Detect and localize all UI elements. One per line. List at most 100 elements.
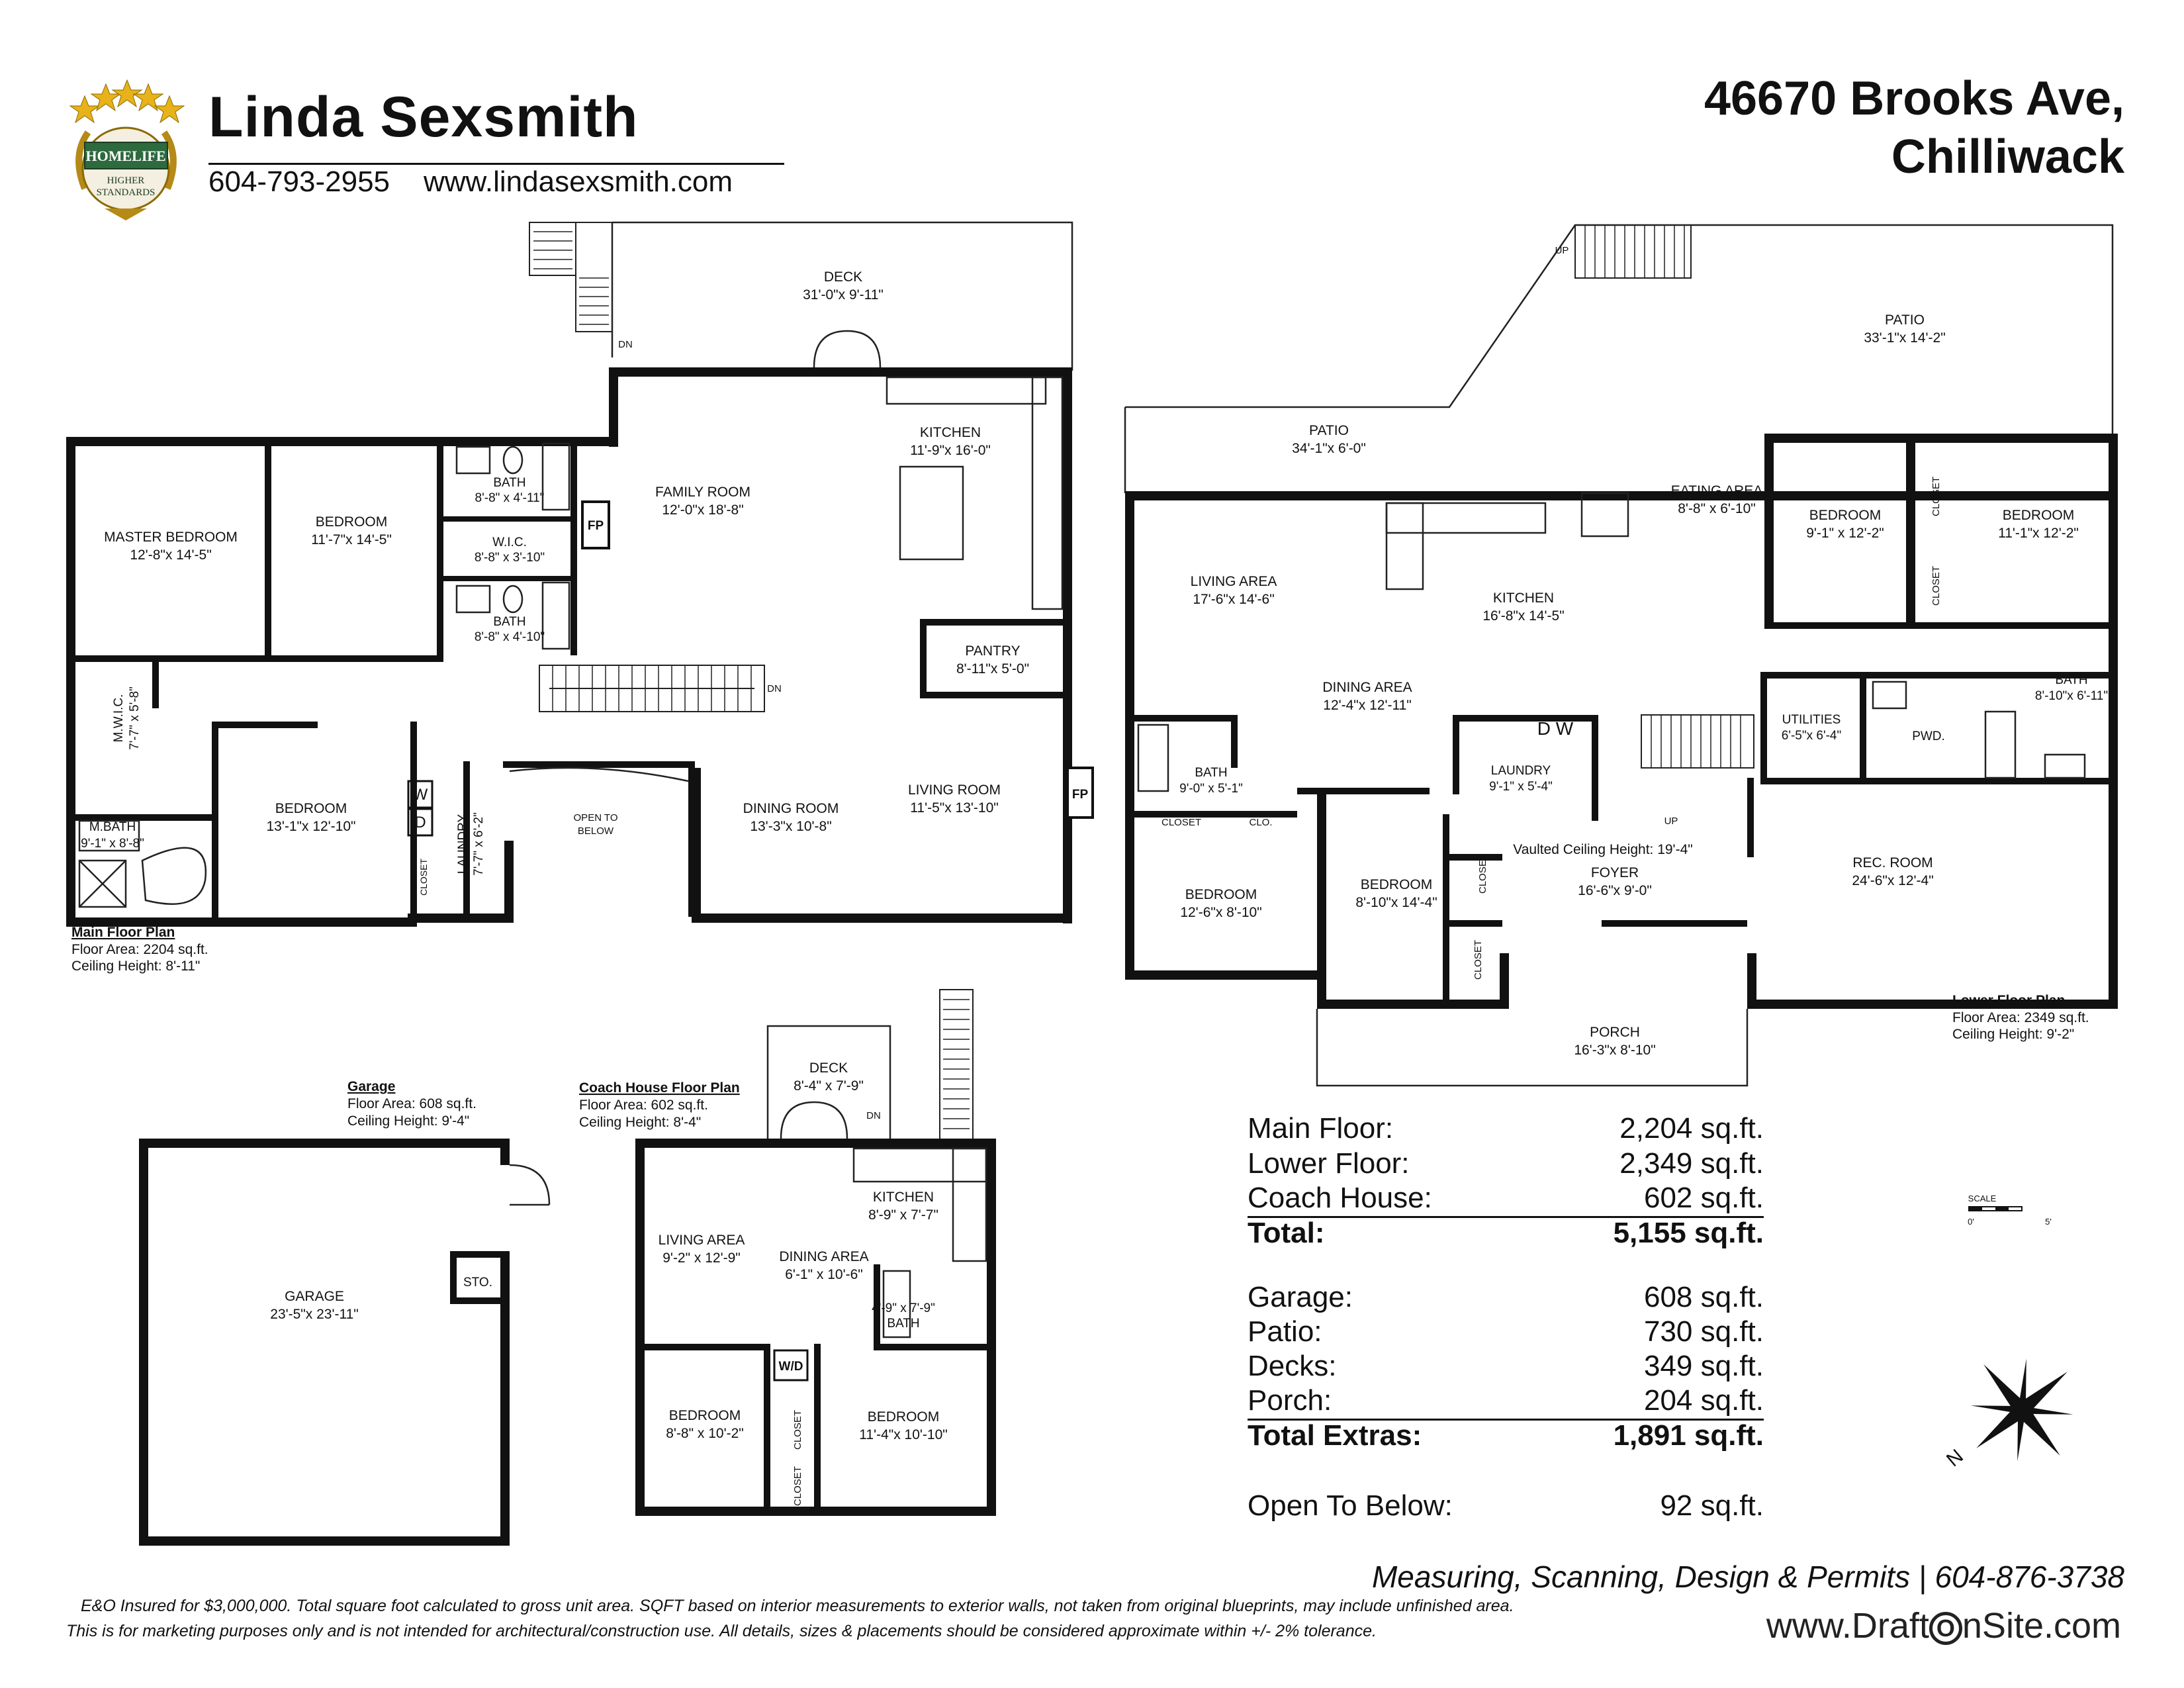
summary-value: 204 sq.ft. [1643,1384,1764,1417]
summary-row-garage: Garage: 608 sq.ft. [1248,1281,1764,1315]
lower-room-name-rec-room: REC. ROOM [1852,855,1933,870]
agent-name: Linda Sexsmith [208,85,639,149]
main-fireplace-label-2: FP [1072,788,1089,802]
lower-room-dim-dining: 12'-4"x 12'-11" [1323,698,1411,713]
main-interior-stairs [539,665,765,712]
main-room-name-family-room: FAMILY ROOM [655,485,751,500]
lower-floor-caption: Lower Floor Plan [1952,993,2065,1008]
summary-label: Porch: [1248,1384,1332,1417]
footer-disclaimer-2: This is for marketing purposes only and … [66,1622,1377,1640]
coach-stairs-dn: DN [866,1110,881,1121]
main-room-name-bath-1: BATH [493,476,525,490]
lower-room-dim-rec-room: 24'-6"x 12'-4" [1852,873,1933,888]
main-room-dim-dining: 13'-3"x 10'-8" [750,819,831,834]
coach-caption: Coach House Floor Plan [579,1080,740,1096]
lower-floor-area: Floor Area: 2349 sq.ft. [1952,1010,2089,1025]
lower-room-dim-bedroom-2: 11'-1"x 12'-2" [1998,526,2079,541]
coach-room-name-bedroom-2: BEDROOM [868,1409,940,1425]
address-line-1: 46670 Brooks Ave, [1704,72,2124,125]
compass-icon [1970,1358,2073,1462]
summary-total-value: 5,155 sq.ft. [1613,1217,1764,1249]
summary-row-open-below: Open To Below: 92 sq.ft. [1248,1489,1764,1524]
lower-room-dim-utilities: 6'-5"x 6'-4" [1782,729,1841,743]
garage-room-dim: 23'-5"x 23'-11" [270,1307,358,1322]
lower-room-name-bedroom-3: BEDROOM [1185,887,1257,902]
lower-room-dim-bath-2: 9'-0" x 5'-1" [1179,782,1243,796]
footer-website-post: nSite.com [1962,1606,2121,1646]
main-room-name-deck: DECK [824,269,862,285]
garage-room-name: GARAGE [285,1289,344,1304]
summary-value: 2,349 sq.ft. [1619,1147,1764,1180]
coach-room-dim-deck: 8'-4" x 7'-9" [794,1078,864,1094]
address-line-2: Chilliwack [1891,130,2124,183]
main-fireplace-label-1: FP [588,519,604,533]
lower-room-dim-eating: 8'-8" x 6'-10" [1678,501,1755,516]
lower-room-name-bedroom-4: BEDROOM [1361,877,1433,892]
scale-label: SCALE [1968,1194,1997,1203]
lower-room-dim-bedroom-3: 12'-6"x 8'-10" [1180,905,1261,920]
coach-room-dim-kitchen: 8'-9" x 7'-7" [868,1207,938,1223]
lower-room-name-patio-1: PATIO [1885,312,1925,328]
footer-disclaimer-1: E&O Insured for $3,000,000. Total square… [81,1597,1514,1615]
summary-label: Lower Floor: [1248,1147,1410,1180]
main-room-dim-pantry: 8'-11"x 5'-0" [956,661,1029,677]
lower-floor-ceiling: Ceiling Height: 9'-2" [1952,1027,2074,1042]
main-closet-label: CLOSET [418,859,429,896]
summary-label: Patio: [1248,1315,1322,1348]
coach-closet-label-2: CLOSET [792,1466,803,1506]
agent-website[interactable]: www.lindasexsmith.com [424,165,733,198]
coach-closet-label-1: CLOSET [792,1410,803,1450]
coach-room-name-bedroom-1: BEDROOM [669,1408,741,1423]
lower-room-dim-bedroom-1: 9'-1" x 12'-2" [1806,526,1884,541]
lower-foyer-stairs-up: UP [1664,816,1678,827]
summary-row-patio: Patio: 730 sq.ft. [1248,1315,1764,1350]
main-room-name-wic: W.I.C. [492,536,527,549]
lower-closet-label-3: CLOSET [1473,940,1484,980]
main-dryer-mark: D [414,814,426,831]
logo-text-1: HOMELIFE [85,148,165,164]
summary-value: 602 sq.ft. [1643,1182,1764,1214]
main-room-name-mbath: M.BATH [89,820,136,834]
footer-website-o: O [1929,1611,1962,1645]
summary-row-coach: Coach House: 602 sq.ft. [1248,1182,1764,1216]
main-room-name-living: LIVING ROOM [908,782,1001,798]
garage-storage-label: STO. [463,1276,492,1289]
main-room-dim-mbath: 9'-1" x 8'-8" [81,837,144,851]
main-deck-stairs-dn: DN [618,339,633,350]
summary-value: 349 sq.ft. [1643,1350,1764,1382]
summary-row-lower: Lower Floor: 2,349 sq.ft. [1248,1147,1764,1182]
garage-caption: Garage [347,1079,395,1094]
lower-room-name-utilities: UTILITIES [1782,713,1841,727]
lower-room-name-living: LIVING AREA [1191,574,1277,589]
lower-patio-stairs-up: UP [1555,245,1569,256]
summary-divider-2 [1248,1419,1764,1421]
footer-website-pre: www.Draft [1766,1606,1929,1646]
logo-text-2: HIGHER [107,175,145,186]
coach-room-name-bath: BATH [887,1317,919,1331]
main-floor-caption: Main Floor Plan [71,925,175,940]
lower-room-name-eating: EATING AREA [1671,483,1762,498]
main-room-name-bedroom-1: BEDROOM [316,514,388,530]
coach-room-dim-bedroom-1: 8'-8" x 10'-2" [666,1426,743,1441]
main-room-dim-master-bedroom: 12'-8"x 14'-5" [130,547,211,563]
lower-clo-label: CLO. [1249,817,1272,828]
summary-value: 608 sq.ft. [1643,1281,1764,1313]
lower-room-name-kitchen: KITCHEN [1493,590,1554,606]
lower-room-name-foyer: FOYER [1591,865,1639,880]
lower-room-name-bedroom-1: BEDROOM [1809,508,1882,523]
coach-house-plan: Coach House Floor Plan Floor Area: 602 s… [579,989,996,1516]
lower-closet-label-5: CLOSET [1931,566,1942,606]
lower-closet-label-2: CLOSET [1477,854,1488,894]
main-room-dim-wic: 8'-8" x 3'-10" [475,551,545,565]
main-room-name-bedroom-2: BEDROOM [275,801,347,816]
logo-text-3: STANDARDS [97,187,156,198]
lower-floor-plan: UP [1124,224,2118,1087]
lower-room-name-patio-2: PATIO [1309,423,1349,438]
property-address: 46670 Brooks Ave, Chilliwack [1595,70,2124,186]
coach-room-name-dining: DINING AREA [779,1249,868,1264]
coach-room-name-living: LIVING AREA [659,1233,745,1248]
agent-phone[interactable]: 604-793-2955 [208,165,390,198]
main-room-name-dining: DINING ROOM [743,801,839,816]
lower-room-name-bath-1: BATH [2055,673,2087,687]
